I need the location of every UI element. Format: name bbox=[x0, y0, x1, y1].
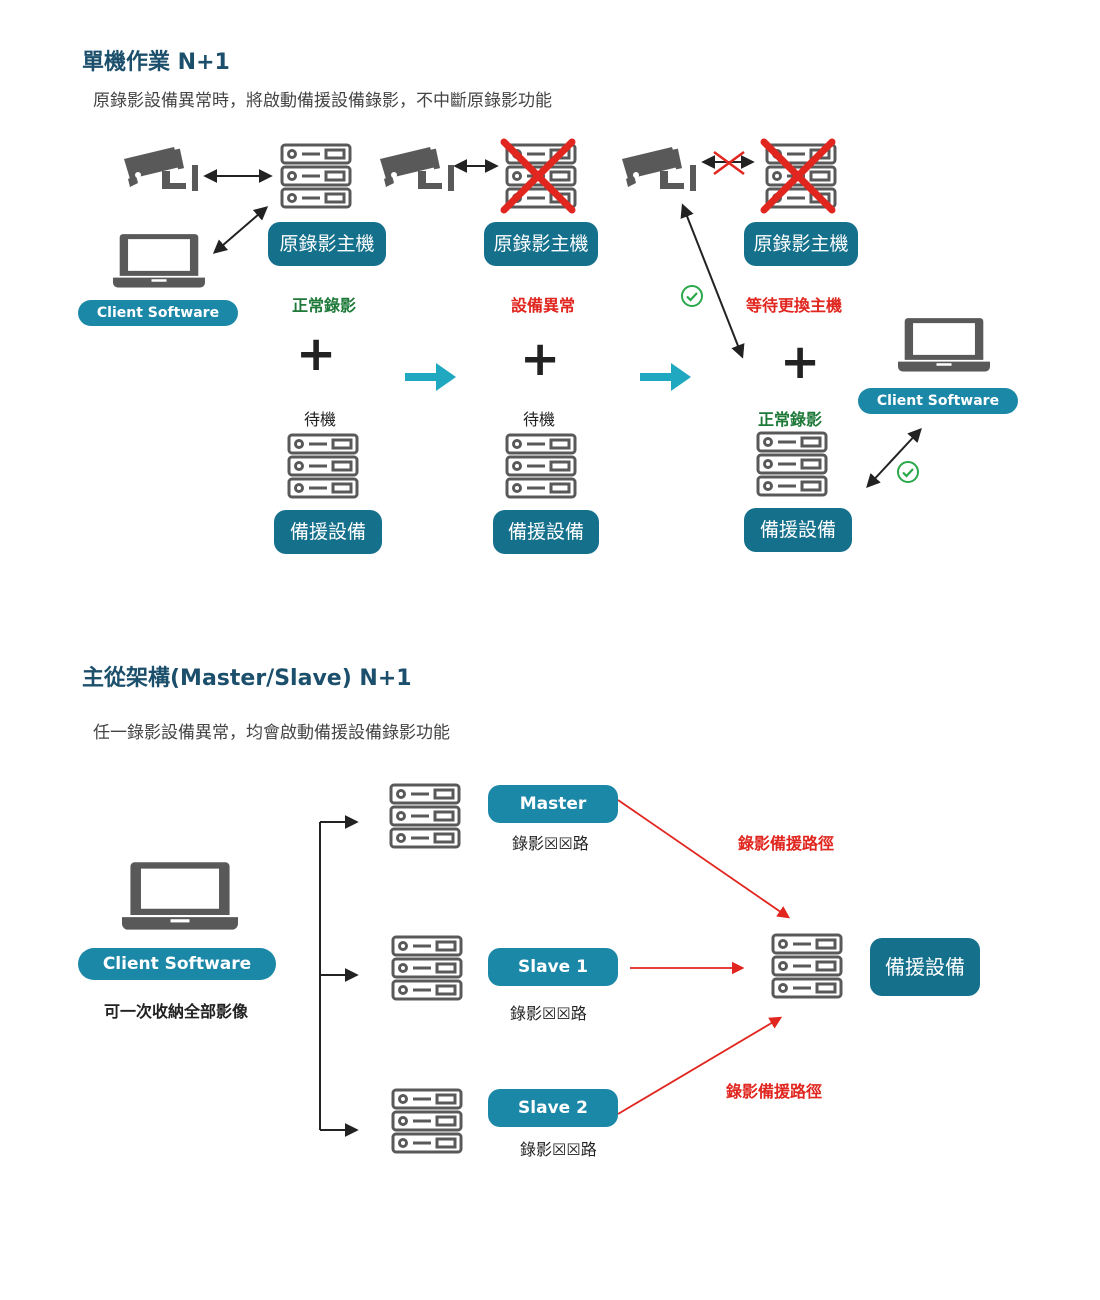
backup-path-master bbox=[617, 799, 791, 919]
slave1-caption: 錄影☒☒路 bbox=[510, 1004, 587, 1023]
laptop-icon bbox=[122, 860, 238, 930]
client-software-label-main: Client Software bbox=[78, 948, 276, 980]
client-software-label-1: Client Software bbox=[78, 300, 238, 326]
flow-arrow-1 bbox=[405, 363, 456, 391]
client-software-label-3: Client Software bbox=[858, 388, 1018, 414]
server-icon bbox=[391, 935, 463, 1001]
plus-icon: + bbox=[780, 334, 821, 390]
server-icon bbox=[391, 1088, 463, 1154]
flow-arrow-2 bbox=[640, 363, 691, 391]
host-label-3: 原錄影主機 bbox=[744, 222, 858, 266]
arrow-camera-backup bbox=[680, 203, 745, 359]
section2-title: 主從架構(Master/Slave) N+1 bbox=[82, 666, 412, 691]
backup-path-label-bottom: 錄影備援路徑 bbox=[726, 1082, 823, 1101]
section2-subtitle: 任一錄影設備異常，均會啟動備援設備錄影功能 bbox=[93, 723, 450, 743]
section1-subtitle: 原錄影設備異常時，將啟動備援設備錄影，不中斷原錄影功能 bbox=[93, 91, 552, 111]
server-icon bbox=[771, 933, 843, 999]
status-waiting-replacement: 等待更換主機 bbox=[746, 296, 843, 315]
slave2-label: Slave 2 bbox=[488, 1089, 618, 1127]
status-normal-recording: 正常錄影 bbox=[292, 296, 357, 315]
arrow-client-host-1 bbox=[212, 206, 269, 254]
cross-mark-small bbox=[713, 150, 745, 176]
master-label: Master bbox=[488, 785, 618, 823]
failure-cross-icon bbox=[500, 138, 576, 214]
plus-icon: + bbox=[296, 326, 337, 382]
host-label-1: 原錄影主機 bbox=[268, 222, 386, 266]
status-device-error: 設備異常 bbox=[511, 296, 576, 315]
backup-path-label-top: 錄影備援路徑 bbox=[738, 834, 835, 853]
section1-title: 單機作業 N+1 bbox=[82, 50, 230, 75]
host-label-2: 原錄影主機 bbox=[484, 222, 598, 266]
backup-label-3: 備援設備 bbox=[744, 508, 852, 552]
backup-label-1: 備援設備 bbox=[274, 510, 382, 554]
slave1-label: Slave 1 bbox=[488, 948, 618, 986]
server-icon bbox=[389, 783, 461, 849]
standby-label-2: 待機 bbox=[523, 410, 556, 429]
backup-device-label: 備援設備 bbox=[870, 938, 980, 996]
client-caption: 可一次收納全部影像 bbox=[104, 1002, 249, 1021]
standby-label-1: 待機 bbox=[304, 410, 337, 429]
backup-label-2: 備援設備 bbox=[493, 510, 599, 554]
master-caption: 錄影☒☒路 bbox=[512, 834, 589, 853]
failure-cross-icon bbox=[760, 138, 836, 214]
slave2-caption: 錄影☒☒路 bbox=[520, 1140, 597, 1159]
section1-connectors bbox=[203, 150, 922, 489]
arrow-backup-client bbox=[866, 427, 922, 489]
status-backup-recording: 正常錄影 bbox=[758, 410, 823, 429]
plus-icon: + bbox=[520, 331, 561, 387]
backup-path-slave2 bbox=[617, 1016, 783, 1115]
